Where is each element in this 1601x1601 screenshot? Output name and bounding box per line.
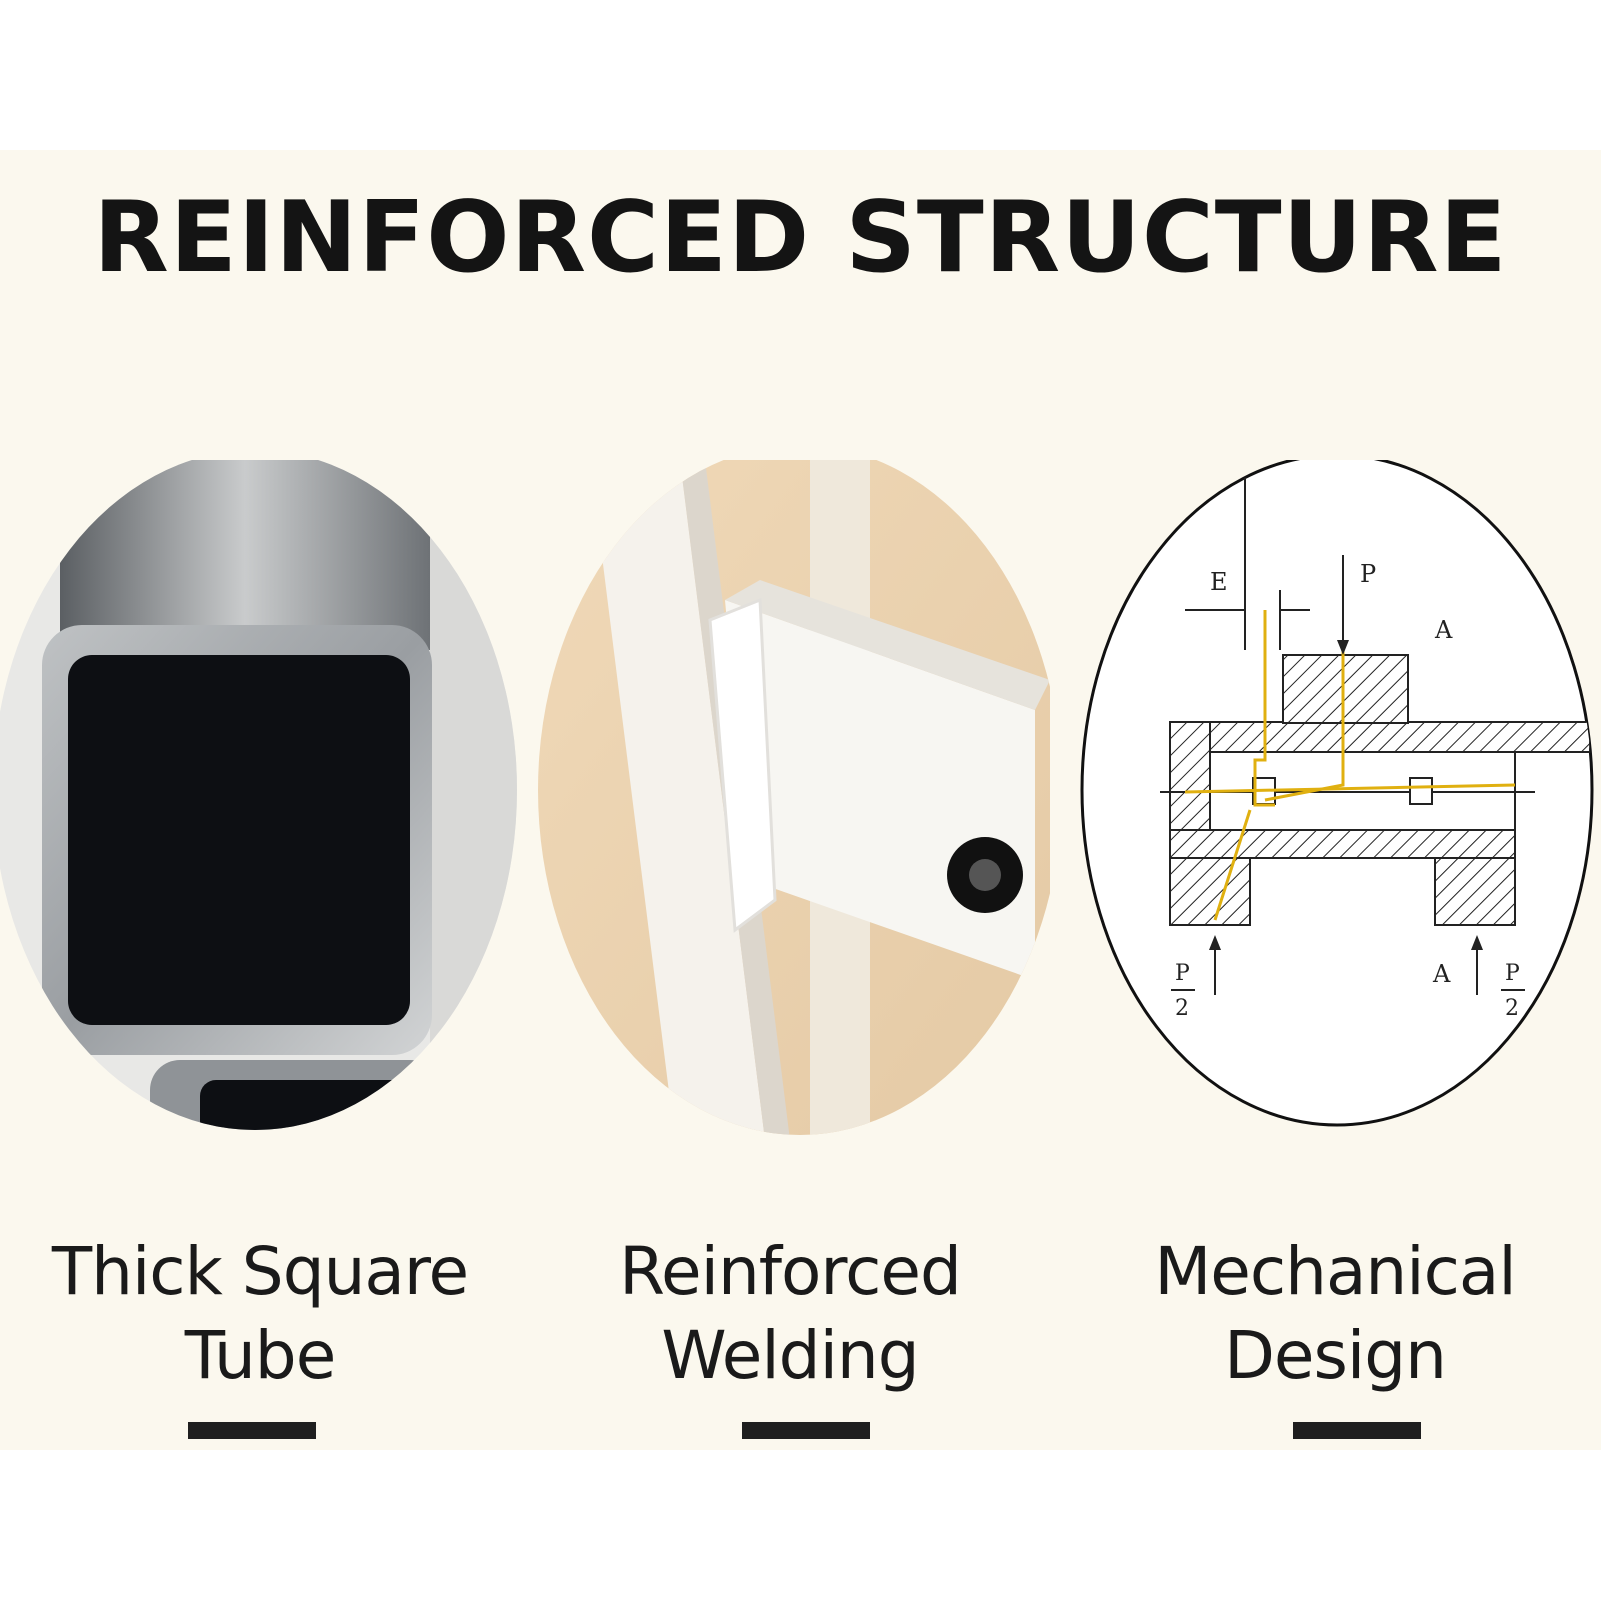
diagram-label-p2-left-den: 2 bbox=[1175, 996, 1189, 1021]
diagram-label-a-bottom: A bbox=[1432, 960, 1451, 988]
feature-reinforced-welding: Reinforced Welding bbox=[530, 460, 1050, 1460]
welded-joint-image bbox=[530, 460, 1050, 1180]
feature-underline bbox=[1293, 1422, 1421, 1439]
feature-label-line2: Tube bbox=[184, 1317, 337, 1394]
feature-label-line1: Mechanical bbox=[1154, 1233, 1516, 1310]
feature-label-line1: Thick Square bbox=[51, 1233, 469, 1310]
feature-label-line2: Welding bbox=[661, 1317, 919, 1394]
diagram-label-p2-right-num: P bbox=[1505, 961, 1520, 986]
feature-thick-square-tube: Thick Square Tube bbox=[0, 460, 520, 1460]
feature-label-line2: Design bbox=[1224, 1317, 1447, 1394]
diagram-label-a-top: A bbox=[1434, 616, 1453, 644]
feature-underline bbox=[188, 1422, 316, 1439]
feature-label-line1: Reinforced bbox=[619, 1233, 962, 1310]
feature-label: Mechanical Design bbox=[1075, 1230, 1595, 1398]
feature-label: Reinforced Welding bbox=[530, 1230, 1050, 1398]
diagram-label-e: E bbox=[1210, 568, 1228, 596]
square-tube-image bbox=[0, 460, 520, 1180]
page-title: REINFORCED STRUCTURE bbox=[93, 181, 1508, 295]
feature-label: Thick Square Tube bbox=[0, 1230, 520, 1398]
diagram-label-p: P bbox=[1360, 560, 1376, 588]
feature-mechanical-design: E P A A P 2 P 2 Mechanical Design bbox=[1075, 460, 1595, 1460]
diagram-label-p2-right-den: 2 bbox=[1505, 996, 1519, 1021]
mechanical-drawing-image: E P A A P 2 P 2 bbox=[1075, 460, 1595, 1180]
diagram-label-p2-left-num: P bbox=[1175, 961, 1190, 986]
feature-underline bbox=[742, 1422, 870, 1439]
